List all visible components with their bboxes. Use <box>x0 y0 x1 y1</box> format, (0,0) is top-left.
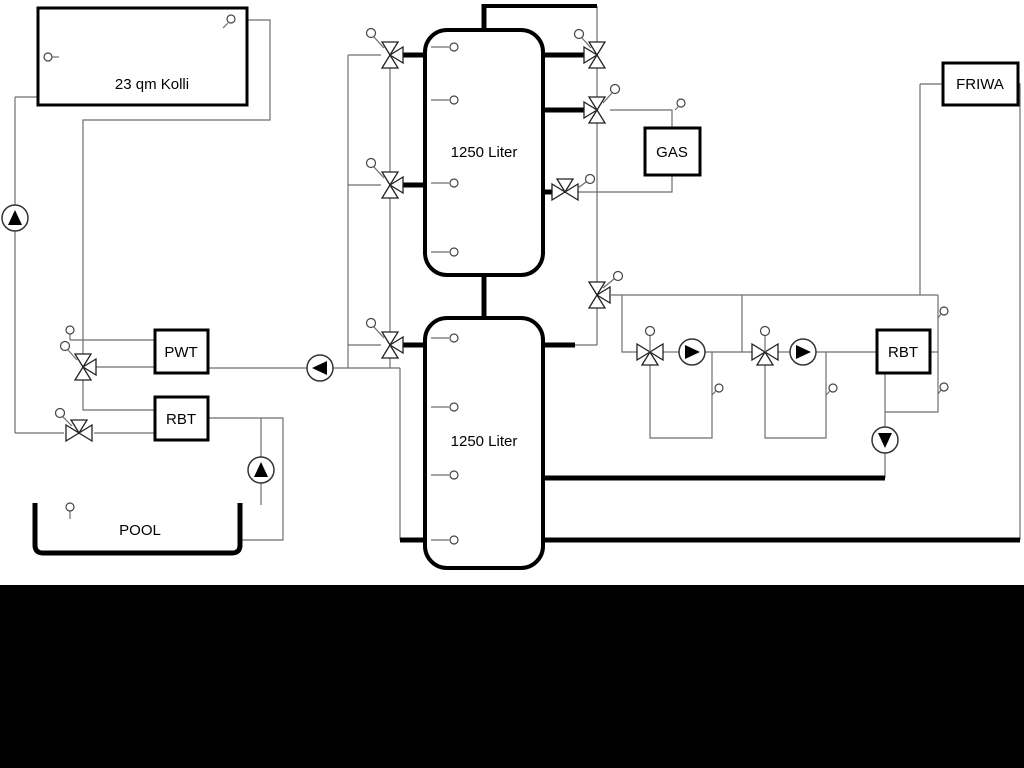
heating-pump-2-icon <box>789 338 817 366</box>
buffer-tank-bottom <box>423 316 545 570</box>
gas-boiler-label: GAS <box>656 144 688 161</box>
rbt-left-box <box>153 395 210 442</box>
rbt-right-label: RBT <box>888 344 918 361</box>
friwa-label: FRIWA <box>956 76 1004 93</box>
rbt-right-box <box>875 328 932 375</box>
gas-boiler-box <box>643 126 702 177</box>
buffer-tank-top <box>423 28 545 277</box>
heating-pump-1-icon <box>678 338 706 366</box>
solar-collector-label: 23 qm Kolli <box>115 76 189 93</box>
pool-basin <box>32 503 243 556</box>
temperature-sensors <box>43 14 949 545</box>
buffer-tank-top-label: 1250 Liter <box>451 144 518 161</box>
pool-pump-icon <box>247 456 275 484</box>
rbt-left-label: RBT <box>166 411 196 428</box>
charge-pump-icon <box>306 354 334 382</box>
solar-pump-icon <box>1 204 29 232</box>
pwt-box <box>153 328 210 375</box>
friwa-box <box>941 61 1020 107</box>
return-pump-icon <box>871 426 899 454</box>
pwt-label: PWT <box>164 344 197 361</box>
pipes-thick <box>398 4 1020 543</box>
footer-bar <box>0 585 1024 768</box>
valves <box>54 27 779 442</box>
buffer-tank-bottom-label: 1250 Liter <box>451 433 518 450</box>
solar-collector-box <box>36 6 249 107</box>
pool-label: POOL <box>119 522 161 539</box>
